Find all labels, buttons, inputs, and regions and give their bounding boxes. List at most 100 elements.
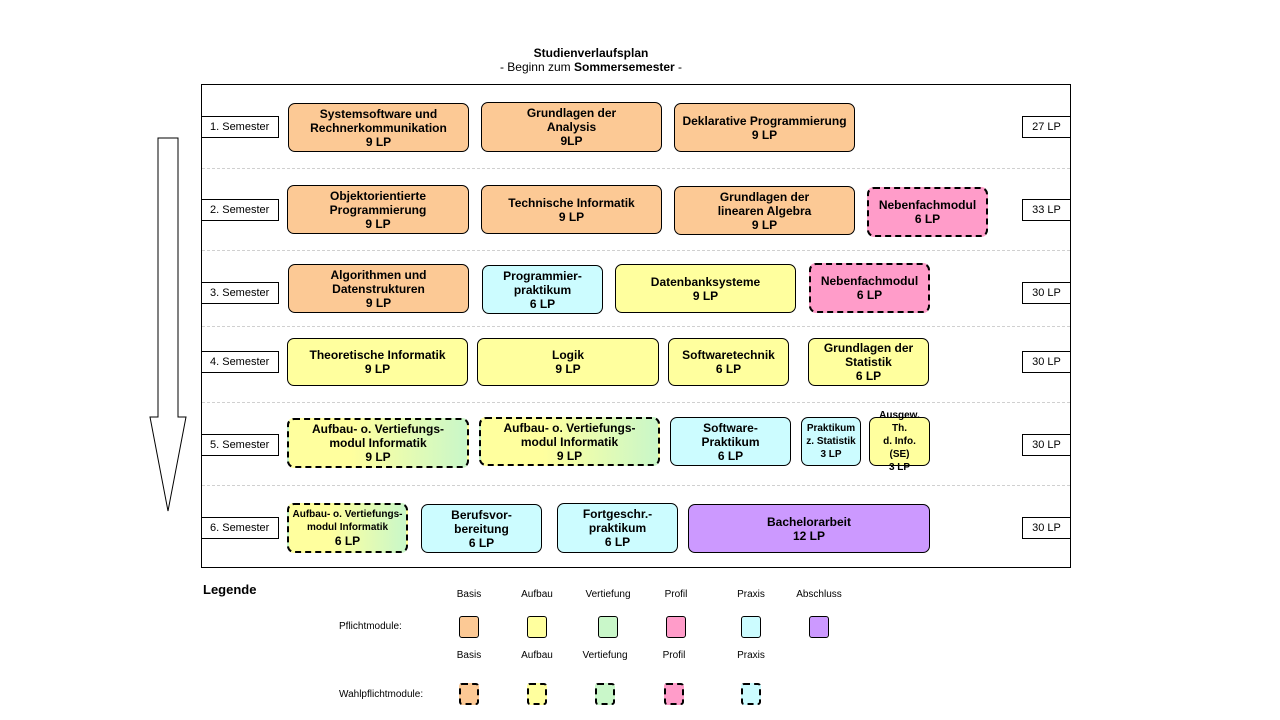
legend-swatch (459, 616, 479, 638)
module-name-line: Deklarative Programmierung (682, 113, 847, 128)
module-credits: 3 LP (820, 449, 842, 460)
module-credits: 9 LP (555, 362, 581, 376)
module-name-line: Datenbanksysteme (650, 274, 761, 289)
module-credits: 6 LP (334, 534, 361, 548)
module-name-line: Fortgeschr.- (582, 507, 653, 521)
module-name-line: Aufbau- o. Vertiefungs- (503, 420, 636, 435)
module-credits: 6 LP (468, 535, 495, 550)
semester-credit-total: 27 LP (1022, 116, 1071, 138)
module-credits: 6 LP (529, 296, 556, 311)
legend-swatch (459, 683, 479, 705)
plan-title: Studienverlaufsplan (533, 46, 649, 60)
module-credits: 6 LP (604, 535, 631, 549)
semester-separator (202, 168, 1070, 169)
module-credits: 6 LP (715, 362, 742, 376)
module-name-line: z. Statistik (806, 436, 856, 447)
legend-swatch (527, 683, 547, 705)
semester-credit-total: 30 LP (1022, 282, 1071, 304)
module-credits: 9 LP (558, 209, 585, 224)
module-credits: 6 LP (914, 212, 941, 226)
legend-swatch (527, 616, 547, 638)
module-name-line: Bachelorarbeit (766, 514, 852, 529)
module-name-line: Statistik (845, 355, 892, 369)
module-name-line: Systemsoftware und (319, 106, 438, 121)
module-name-line: Algorithmen und (330, 267, 427, 282)
module-name-line: Logik (552, 348, 584, 362)
semester-separator (202, 402, 1070, 403)
semester-separator (202, 250, 1070, 251)
module-credits: 9 LP (751, 217, 778, 232)
module-name-line: Grundlagen der (719, 189, 810, 204)
semester-label: 6. Semester (201, 517, 279, 539)
legend-swatch (809, 616, 829, 638)
subtitle-prefix: - Beginn zum (499, 60, 574, 74)
module-box: Ausgew. Th.d. Info. (SE)3 LP (869, 410, 930, 473)
legend-swatch (666, 616, 686, 638)
legend-category-label: Abschluss (796, 589, 842, 600)
module-credits: 9LP (560, 134, 583, 148)
module-name-line: Objektorientierte (329, 188, 427, 203)
module-name-line: Berufsvor- (451, 507, 512, 522)
module-credits: 12 LP (792, 528, 825, 543)
module-credits: 9 LP (364, 362, 391, 376)
module-name-line: d. Info. (SE) (883, 436, 916, 460)
semester-separator (202, 485, 1070, 486)
module-name-line: Aufbau- o. Vertiefungs- (312, 422, 444, 436)
module-credits: 9 LP (365, 450, 391, 464)
module-name-line: Grundlagen der (526, 106, 617, 120)
legend-swatch (741, 683, 761, 705)
module-name-line: Rechnerkommunikation (310, 120, 447, 135)
semester-label: 5. Semester (201, 434, 279, 456)
legend-category-label: Profil (664, 589, 688, 600)
legend-category-label: Praxis (737, 589, 765, 600)
module-name-line: praktikum (513, 282, 572, 297)
legend-category-label: Basis (456, 650, 482, 661)
legend-category-label: Vertiefung (582, 650, 628, 661)
module-name-line: modul Informatik (329, 436, 427, 450)
legend-category-label: Aufbau (521, 589, 553, 600)
module-name-line: Programmierung (329, 202, 427, 217)
module-name-line: linearen Algebra (717, 203, 812, 218)
semester-credit-total: 30 LP (1022, 434, 1071, 456)
module-name-line: Ausgew. Th. (879, 410, 920, 434)
subtitle-suffix: - (674, 60, 683, 74)
module-name-line: Grundlagen der (823, 341, 914, 355)
module-name-line: modul Informatik (306, 522, 389, 533)
subtitle-season: Sommersemester (573, 60, 675, 74)
semester-separator (202, 326, 1070, 327)
module-name-line: Aufbau- o. Vertiefungs- (292, 509, 403, 520)
semester-credit-total: 30 LP (1022, 351, 1071, 373)
legend-swatch (741, 616, 761, 638)
legend-swatch (664, 683, 684, 705)
semester-label: 2. Semester (201, 199, 279, 221)
semester-credit-total: 33 LP (1022, 199, 1071, 221)
